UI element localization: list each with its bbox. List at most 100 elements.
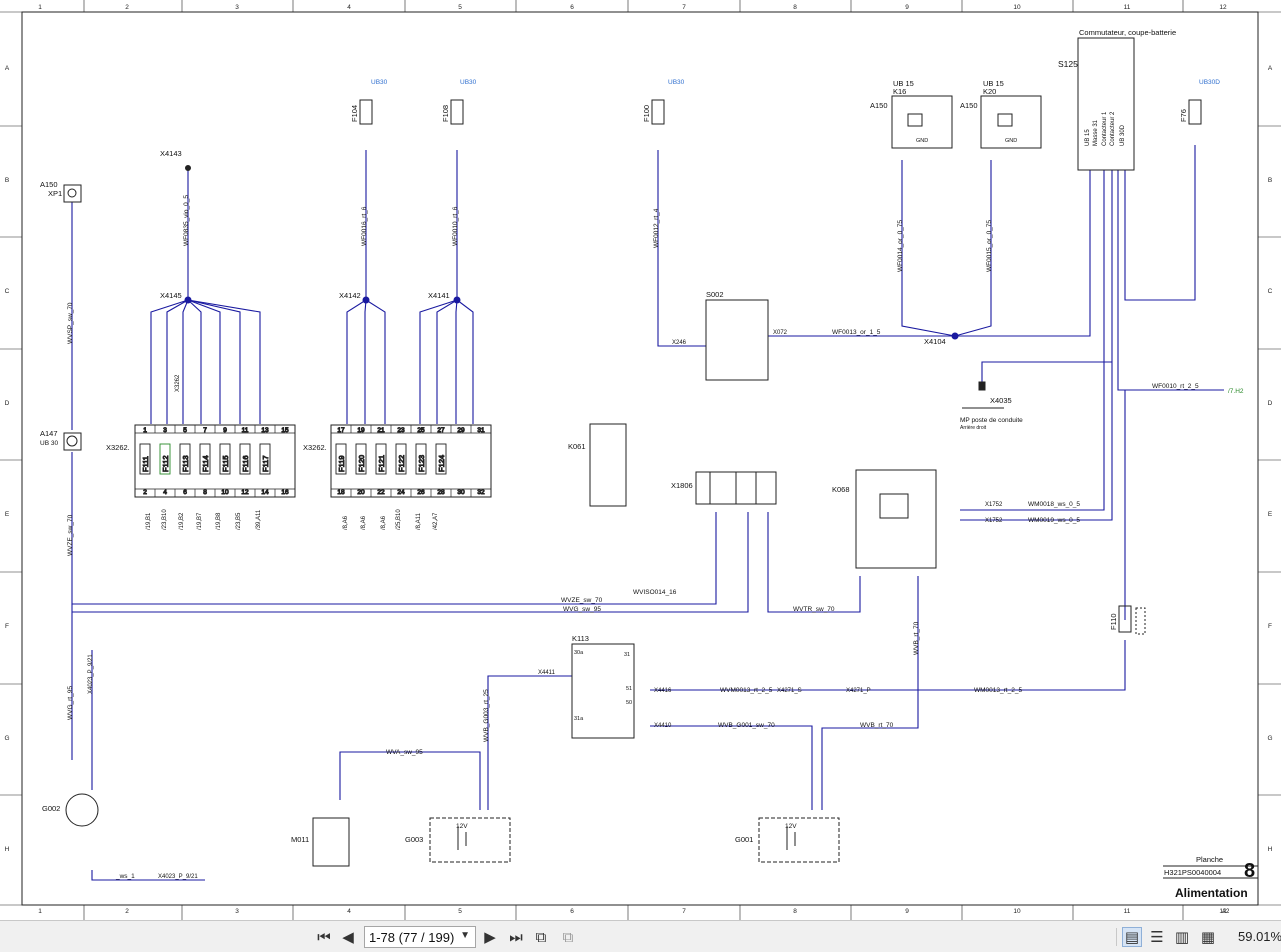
column-mark: 11 bbox=[1124, 4, 1131, 11]
k16-label: K16 bbox=[893, 87, 906, 96]
wire-label-vze: WVZE_sw_70 bbox=[561, 597, 603, 604]
fuse-box-pin-number: 4 bbox=[163, 489, 167, 496]
column-mark: 7 bbox=[682, 908, 686, 915]
cross-reference: /19,B1 bbox=[146, 512, 152, 530]
fuse-box-pin-number: 15 bbox=[281, 427, 289, 434]
x4035-label: X4035 bbox=[990, 396, 1012, 405]
switch-s002-body bbox=[705, 299, 769, 381]
fuse-box-x3262-right bbox=[330, 424, 492, 498]
k20-gnd-label: GND bbox=[1005, 138, 1017, 144]
column-mark: 2 bbox=[125, 4, 129, 11]
wire-label-s002: WF0013_or_1_5 bbox=[832, 329, 881, 336]
connector-x1752-b: X1752 bbox=[985, 518, 1003, 524]
g001-label: G001 bbox=[735, 835, 753, 844]
cross-reference: /42,A7 bbox=[433, 512, 439, 530]
cross-reference: /19,B8 bbox=[216, 512, 222, 530]
fuse-element bbox=[415, 443, 427, 475]
row-mark: F bbox=[5, 623, 9, 630]
cross-reference: /25,B10 bbox=[396, 509, 402, 530]
wire-label-vis: WVISO014_16 bbox=[633, 589, 677, 596]
copy-view-icon[interactable]: ⧉ bbox=[562, 928, 574, 946]
connector-x246: X246 bbox=[672, 340, 687, 346]
two-page-continuous-view-icon[interactable]: ▦ bbox=[1200, 928, 1216, 946]
cross-reference: /19,B2 bbox=[179, 512, 185, 530]
next-page-icon[interactable]: ▶ bbox=[484, 928, 496, 946]
fuse-box-pin-number: 29 bbox=[457, 427, 465, 434]
fuse-label: F116 bbox=[241, 455, 250, 472]
g001-voltage: 12V bbox=[785, 823, 797, 830]
fuse-f76-body bbox=[1188, 99, 1202, 125]
last-page-icon[interactable]: ⏭ bbox=[509, 928, 523, 946]
connector-x4411: X4411 bbox=[538, 670, 556, 676]
fuse-label: F121 bbox=[377, 455, 386, 472]
column-mark: 5 bbox=[458, 908, 462, 915]
single-page-view-icon[interactable]: ▤ bbox=[1122, 927, 1142, 947]
fuse-element bbox=[335, 443, 347, 475]
fuse-box-pin-number: 7 bbox=[203, 427, 207, 434]
row-mark: G bbox=[1267, 735, 1272, 742]
x4141-label: X4141 bbox=[428, 291, 450, 300]
wire-label-km2: WM0019_ws_0_5 bbox=[1028, 517, 1080, 524]
fuse-box-pin-number: 22 bbox=[377, 489, 385, 496]
column-mark: 8 bbox=[793, 908, 797, 915]
fuse-element bbox=[139, 443, 151, 475]
fuse-f104-body bbox=[359, 99, 373, 125]
k20-a150-label: A150 bbox=[960, 101, 978, 110]
row-mark: C bbox=[1268, 288, 1273, 295]
continuous-view-icon[interactable]: ☰ bbox=[1150, 928, 1164, 946]
fuse-box-pin-number: 27 bbox=[437, 427, 445, 434]
fit-page-icon[interactable]: ⧉ bbox=[535, 928, 547, 946]
fuse-box-pin-number: 14 bbox=[261, 489, 269, 496]
fuse-box-pin-number: 19 bbox=[357, 427, 365, 434]
fuse-box-pin-number: 8 bbox=[203, 489, 207, 496]
page-select[interactable]: 1-78 (77 / 199) ▼ bbox=[364, 926, 476, 948]
fuse-f108-body bbox=[450, 99, 464, 125]
first-page-icon[interactable]: ⏮ bbox=[317, 928, 331, 946]
row-mark: B bbox=[5, 177, 9, 184]
toolbar-divider bbox=[1116, 928, 1117, 946]
fuse-f110-body bbox=[1118, 605, 1132, 633]
x4143-label: X4143 bbox=[160, 149, 182, 158]
column-mark: 9 bbox=[905, 4, 909, 11]
ub30-label-f100: UB30 bbox=[668, 79, 685, 86]
connector-x4023-top: X4023_P_9/21 bbox=[88, 654, 94, 694]
title-planche-label: Planche bbox=[1196, 855, 1223, 864]
row-mark: F bbox=[1268, 623, 1272, 630]
connector-a147 bbox=[63, 432, 82, 451]
k16-gnd-label: GND bbox=[916, 138, 928, 144]
row-mark: G bbox=[4, 735, 9, 742]
wire-label-vb-g001: WVB_G001_sw_70 bbox=[718, 722, 775, 729]
page-select-value: 1-78 (77 / 199) bbox=[369, 929, 455, 945]
wire-label-vtr: WVTR_sw_70 bbox=[793, 606, 835, 613]
s125-pin-label: Masse 31 bbox=[1093, 119, 1099, 146]
connector-a150-xp1 bbox=[63, 184, 82, 203]
wire-label-vm13: WVM0013_rt_2_5 bbox=[720, 687, 773, 694]
k16-a150-label: A150 bbox=[870, 101, 888, 110]
previous-page-icon[interactable]: ◀ bbox=[342, 928, 354, 946]
row-mark: H bbox=[1268, 846, 1273, 853]
fuse-label: F119 bbox=[337, 455, 346, 472]
s125-pin-label: Contacteur 1 bbox=[1102, 111, 1108, 146]
column-mark: 1 bbox=[38, 4, 42, 11]
wire-network bbox=[71, 145, 1224, 881]
fuse-element bbox=[179, 443, 191, 475]
two-page-view-icon[interactable]: ▥ bbox=[1174, 928, 1190, 946]
ub30d-label: UB30D bbox=[1199, 79, 1220, 86]
fuse-label: F117 bbox=[261, 455, 270, 472]
fuse-element bbox=[239, 443, 251, 475]
fuse-element bbox=[355, 443, 367, 475]
title-sheet-number: 8 bbox=[1244, 860, 1255, 882]
fuse-label: F123 bbox=[417, 455, 426, 472]
battery-switch-s125-body bbox=[1077, 37, 1135, 171]
fuse-box-pin-number: 26 bbox=[417, 489, 425, 496]
fuse-box-pin-number: 30 bbox=[457, 489, 465, 496]
cross-reference: /19,B7 bbox=[197, 512, 203, 530]
fuse-box-pin-number: 12 bbox=[241, 489, 249, 496]
fuse-f100-label: F100 bbox=[642, 105, 651, 122]
fuse-box-pin-number: 28 bbox=[437, 489, 445, 496]
row-mark: A bbox=[1268, 65, 1273, 72]
wire-label-ws1: _ws_1 bbox=[115, 873, 135, 880]
fuse-element bbox=[219, 443, 231, 475]
column-mark: 5 bbox=[458, 4, 462, 11]
k068-label: K068 bbox=[832, 485, 850, 494]
